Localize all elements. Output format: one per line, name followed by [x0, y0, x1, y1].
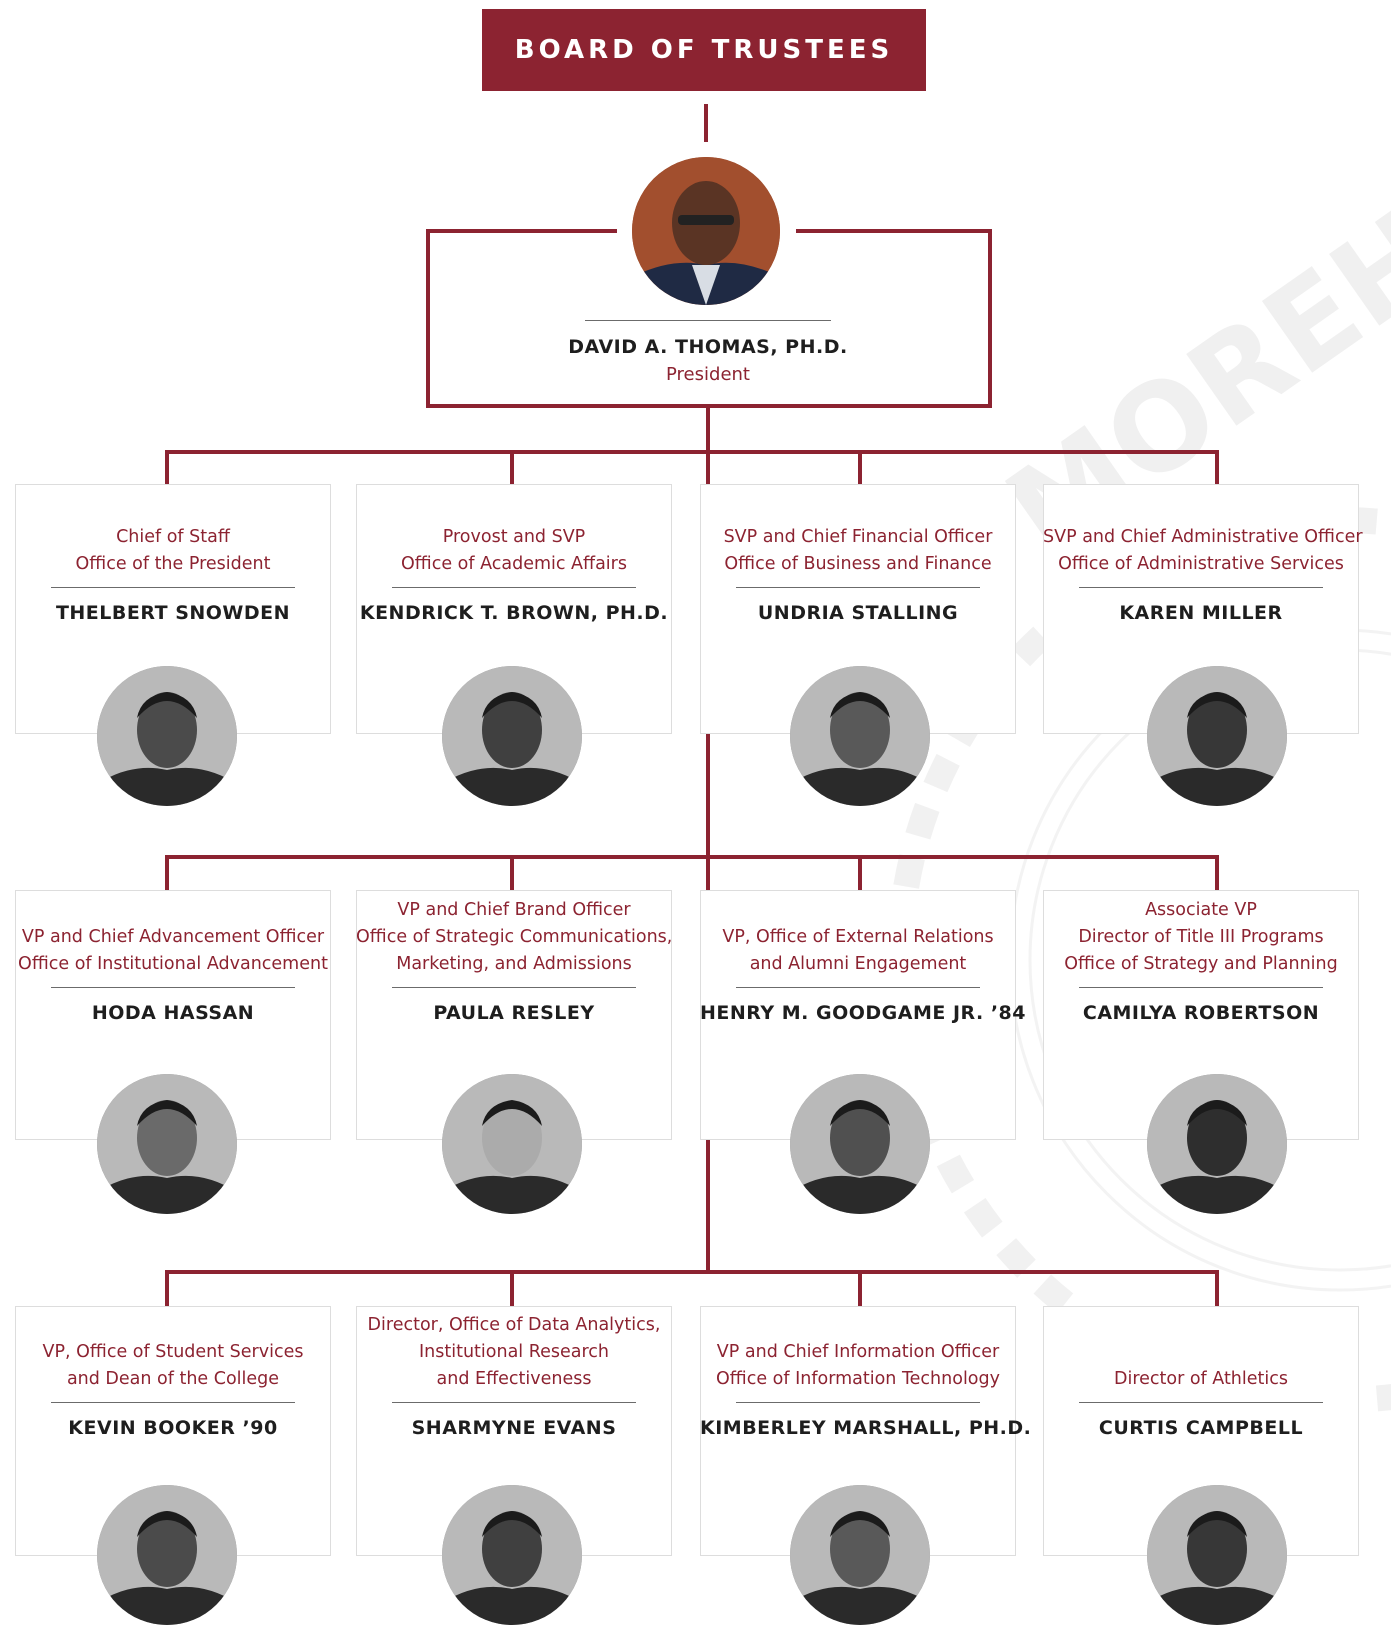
staff-name: HENRY M. GOODGAME JR. ’84	[700, 1002, 1026, 1024]
staff-photo	[1147, 666, 1287, 806]
staff-photo	[790, 1074, 930, 1214]
staff-card-text: Director, Office of Data Analytics, Insti…	[356, 1312, 672, 1439]
staff-card-text: VP, Office of Student Services and Dean o…	[15, 1339, 331, 1439]
staff-divider	[51, 587, 295, 588]
staff-name: CURTIS CAMPBELL	[1098, 1417, 1304, 1439]
staff-divider	[736, 587, 980, 588]
staff-name: KEVIN BOOKER ’90	[68, 1417, 278, 1439]
staff-divider	[51, 987, 295, 988]
staff-title-line: and Dean of the College	[66, 1369, 280, 1389]
staff-card-text: VP, Office of External Relations and Alum…	[700, 924, 1026, 1024]
staff-title-line: VP and Chief Brand Officer	[397, 900, 631, 920]
president-title: President	[666, 364, 750, 385]
staff-divider	[392, 1402, 636, 1403]
staff-title-line: Director of Athletics	[1113, 1369, 1288, 1389]
staff-name: THELBERT SNOWDEN	[55, 602, 291, 624]
staff-title-line: Director of Title III Programs	[1078, 927, 1324, 947]
staff-name: SHARMYNE EVANS	[411, 1417, 617, 1439]
staff-divider	[51, 1402, 295, 1403]
staff-divider	[1079, 987, 1323, 988]
staff-title-line: Office of Business and Finance	[724, 554, 992, 574]
staff-name: HODA HASSAN	[91, 1002, 255, 1024]
staff-divider	[736, 987, 980, 988]
staff-photo	[97, 1074, 237, 1214]
staff-divider	[1079, 1402, 1323, 1403]
board-of-trustees-box: BOARD OF TRUSTEES	[482, 9, 926, 91]
staff-photo	[442, 1074, 582, 1214]
staff-name: PAULA RESLEY	[433, 1002, 595, 1024]
staff-photo	[442, 1485, 582, 1625]
staff-title-line: SVP and Chief Administrative Officer	[1043, 527, 1363, 547]
staff-title-line: Office of Institutional Advancement	[18, 954, 328, 974]
staff-title-line: SVP and Chief Financial Officer	[723, 527, 993, 547]
portrait-icon	[442, 1074, 582, 1214]
portrait-icon	[632, 157, 780, 305]
portrait-icon	[790, 1485, 930, 1625]
staff-title-line: Institutional Research	[419, 1342, 609, 1362]
staff-name: KENDRICK T. BROWN, PH.D.	[359, 602, 669, 624]
portrait-icon	[1147, 1074, 1287, 1214]
board-label: BOARD OF TRUSTEES	[514, 35, 894, 65]
portrait-icon	[442, 1485, 582, 1625]
portrait-icon	[790, 666, 930, 806]
portrait-icon	[97, 666, 237, 806]
staff-photo	[97, 1485, 237, 1625]
staff-divider	[1079, 587, 1323, 588]
president-divider	[585, 320, 831, 321]
staff-title-line: and Effectiveness	[436, 1369, 592, 1389]
staff-title-line: and Alumni Engagement	[749, 954, 967, 974]
staff-divider	[392, 987, 636, 988]
staff-card-text: Provost and SVP Office of Academic Affair…	[356, 524, 672, 624]
portrait-icon	[790, 1074, 930, 1214]
portrait-icon	[97, 1074, 237, 1214]
staff-title-line: Chief of Staff	[116, 527, 230, 547]
staff-title-line: VP and Chief Information Officer	[716, 1342, 1000, 1362]
portrait-icon	[1147, 666, 1287, 806]
staff-title-line: Provost and SVP	[442, 527, 586, 547]
staff-title-line: Associate VP	[1145, 900, 1257, 920]
president-photo	[632, 157, 780, 305]
portrait-icon	[442, 666, 582, 806]
staff-title-line: Office of Administrative Services	[1058, 554, 1344, 574]
staff-title-line: Office of Strategic Communications,	[356, 927, 673, 947]
staff-photo	[790, 1485, 930, 1625]
president-name: DAVID A. THOMAS, PH.D.	[568, 336, 848, 358]
staff-title-line: Office of Academic Affairs	[401, 554, 627, 574]
staff-title-line: Office of Strategy and Planning	[1064, 954, 1338, 974]
staff-title-line: VP and Chief Advancement Officer	[21, 927, 325, 947]
staff-title-line: VP, Office of Student Services	[42, 1342, 304, 1362]
staff-title-line: Marketing, and Admissions	[396, 954, 632, 974]
staff-title-line: Office of the President	[75, 554, 271, 574]
staff-name: KIMBERLEY MARSHALL, PH.D.	[700, 1417, 1032, 1439]
staff-name: CAMILYA ROBERTSON	[1082, 1002, 1320, 1024]
staff-title-line: Director, Office of Data Analytics,	[367, 1315, 661, 1335]
staff-photo	[790, 666, 930, 806]
portrait-icon	[97, 1485, 237, 1625]
staff-photo	[97, 666, 237, 806]
staff-card-text: Associate VP Director of Title III Progra…	[1043, 897, 1359, 1024]
staff-photo	[442, 666, 582, 806]
portrait-icon	[1147, 1485, 1287, 1625]
staff-divider	[392, 587, 636, 588]
staff-title-line: Office of Information Technology	[716, 1369, 1000, 1389]
staff-title-line: VP, Office of External Relations	[722, 927, 994, 947]
staff-name: UNDRIA STALLING	[757, 602, 959, 624]
staff-divider	[736, 1402, 980, 1403]
staff-photo	[1147, 1074, 1287, 1214]
staff-name: KAREN MILLER	[1119, 602, 1283, 624]
staff-photo	[1147, 1485, 1287, 1625]
